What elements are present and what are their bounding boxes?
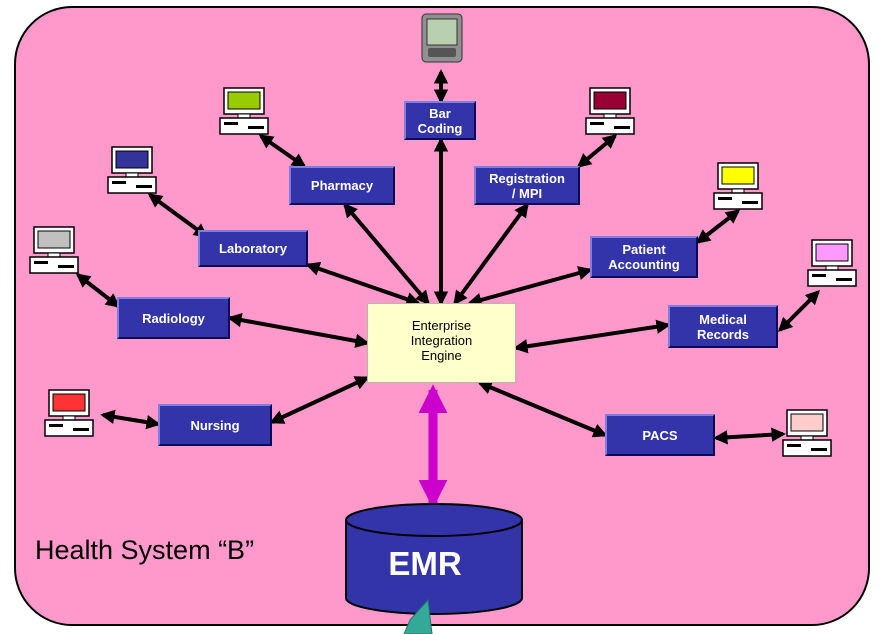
pacs-terminal-icon [782, 409, 832, 457]
bar-coding-box: Bar Coding [404, 101, 476, 140]
pointer-shape [403, 598, 433, 634]
link-radiology [227, 312, 370, 349]
link-records-terminal [777, 289, 821, 333]
link-pharmacy-terminal [258, 134, 307, 168]
medical-records-box: Medical Records [668, 305, 778, 348]
medical-records-terminal-icon [807, 239, 857, 287]
link-nursing-terminal [100, 409, 161, 430]
emr-cylinder [345, 503, 523, 615]
patient-accounting-box: Patient Accounting [590, 236, 698, 278]
terminal-links [75, 69, 821, 445]
link-nursing [269, 376, 370, 424]
link-pacs [477, 380, 608, 438]
health-system-label: Health System “B” [35, 535, 255, 565]
link-laboratory-terminal [147, 193, 209, 238]
patient-accounting-terminal-icon [713, 162, 763, 210]
radiology-terminal-icon [29, 226, 79, 274]
nursing-terminal-icon [44, 389, 94, 437]
registration-mpi-box: Registration / MPI [474, 166, 580, 205]
laboratory-terminal-icon [107, 146, 157, 194]
laboratory-box: Laboratory [198, 230, 308, 267]
palm-device-icon [421, 13, 463, 63]
radiology-box: Radiology [117, 297, 230, 339]
link-radiology-terminal [75, 273, 121, 308]
link-accounting-terminal [695, 209, 741, 244]
integration-engine-box: Enterprise Integration Engine [367, 303, 516, 383]
registration-mpi-terminal-icon [585, 87, 635, 135]
link-patient-accounting [467, 266, 593, 307]
link-pharmacy [343, 202, 430, 306]
link-laboratory [305, 261, 421, 307]
nursing-box: Nursing [158, 404, 272, 446]
link-medical-records [513, 319, 671, 354]
link-registration-terminal [576, 134, 618, 168]
pharmacy-box: Pharmacy [289, 166, 395, 205]
link-pacs-terminal [713, 427, 786, 445]
engine-links [227, 137, 671, 438]
pharmacy-terminal-icon [219, 87, 269, 135]
link-registration [453, 202, 529, 306]
emr-label: EMR [388, 545, 462, 582]
pacs-box: PACS [605, 414, 715, 456]
